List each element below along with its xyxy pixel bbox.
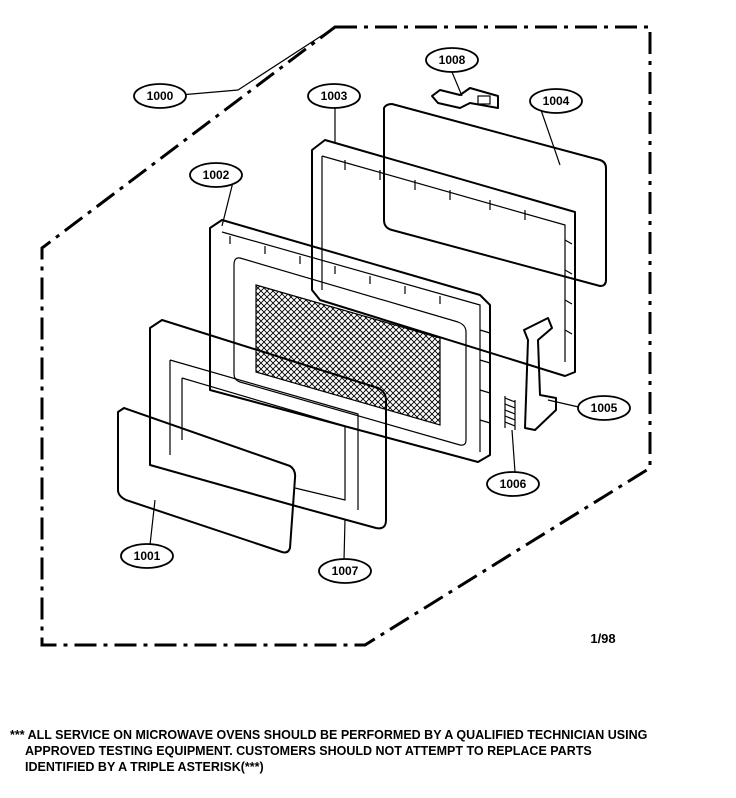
callout-1002: 1002 [189, 162, 243, 188]
svg-text:1000: 1000 [147, 89, 174, 103]
exploded-parts-diagram: 1000 1002 1003 1008 1004 1005 1006 1007 … [40, 25, 652, 647]
part-1008-bracket [431, 87, 499, 109]
leader-lines [149, 26, 584, 561]
callout-1008: 1008 [425, 47, 479, 73]
callout-1000: 1000 [133, 83, 187, 109]
service-footnote: *** ALL SERVICE ON MICROWAVE OVENS SHOUL… [10, 727, 726, 775]
footnote-line-1: *** ALL SERVICE ON MICROWAVE OVENS SHOUL… [10, 728, 648, 742]
svg-text:1001: 1001 [134, 549, 161, 563]
part-1001-door-cover [117, 407, 297, 554]
svg-text:1007: 1007 [332, 564, 359, 578]
svg-text:1005: 1005 [591, 401, 618, 415]
date-code: 1/98 [590, 631, 615, 646]
assembly-boundary [40, 25, 652, 647]
callout-1003: 1003 [307, 83, 361, 109]
svg-text:1002: 1002 [203, 168, 230, 182]
part-1002-inner-door [209, 219, 491, 463]
callout-1004: 1004 [529, 88, 583, 114]
part-1006-spring [504, 396, 516, 430]
part-1004-glass-panel [383, 103, 607, 287]
svg-text:1003: 1003 [321, 89, 348, 103]
footnote-line-3: IDENTIFIED BY A TRIPLE ASTERISK(***) [25, 760, 264, 774]
part-1007-door-front-frame [149, 319, 387, 530]
callout-1006: 1006 [486, 471, 540, 497]
callout-1005: 1005 [577, 395, 631, 421]
footnote-line-2: APPROVED TESTING EQUIPMENT. CUSTOMERS SH… [25, 744, 592, 758]
callout-1007: 1007 [318, 558, 372, 584]
part-1003-door-frame [311, 139, 576, 377]
svg-text:1008: 1008 [439, 53, 466, 67]
callout-1001: 1001 [120, 543, 174, 569]
svg-text:1004: 1004 [543, 94, 570, 108]
part-1005-latch-hook [523, 317, 557, 431]
svg-text:1006: 1006 [500, 477, 527, 491]
